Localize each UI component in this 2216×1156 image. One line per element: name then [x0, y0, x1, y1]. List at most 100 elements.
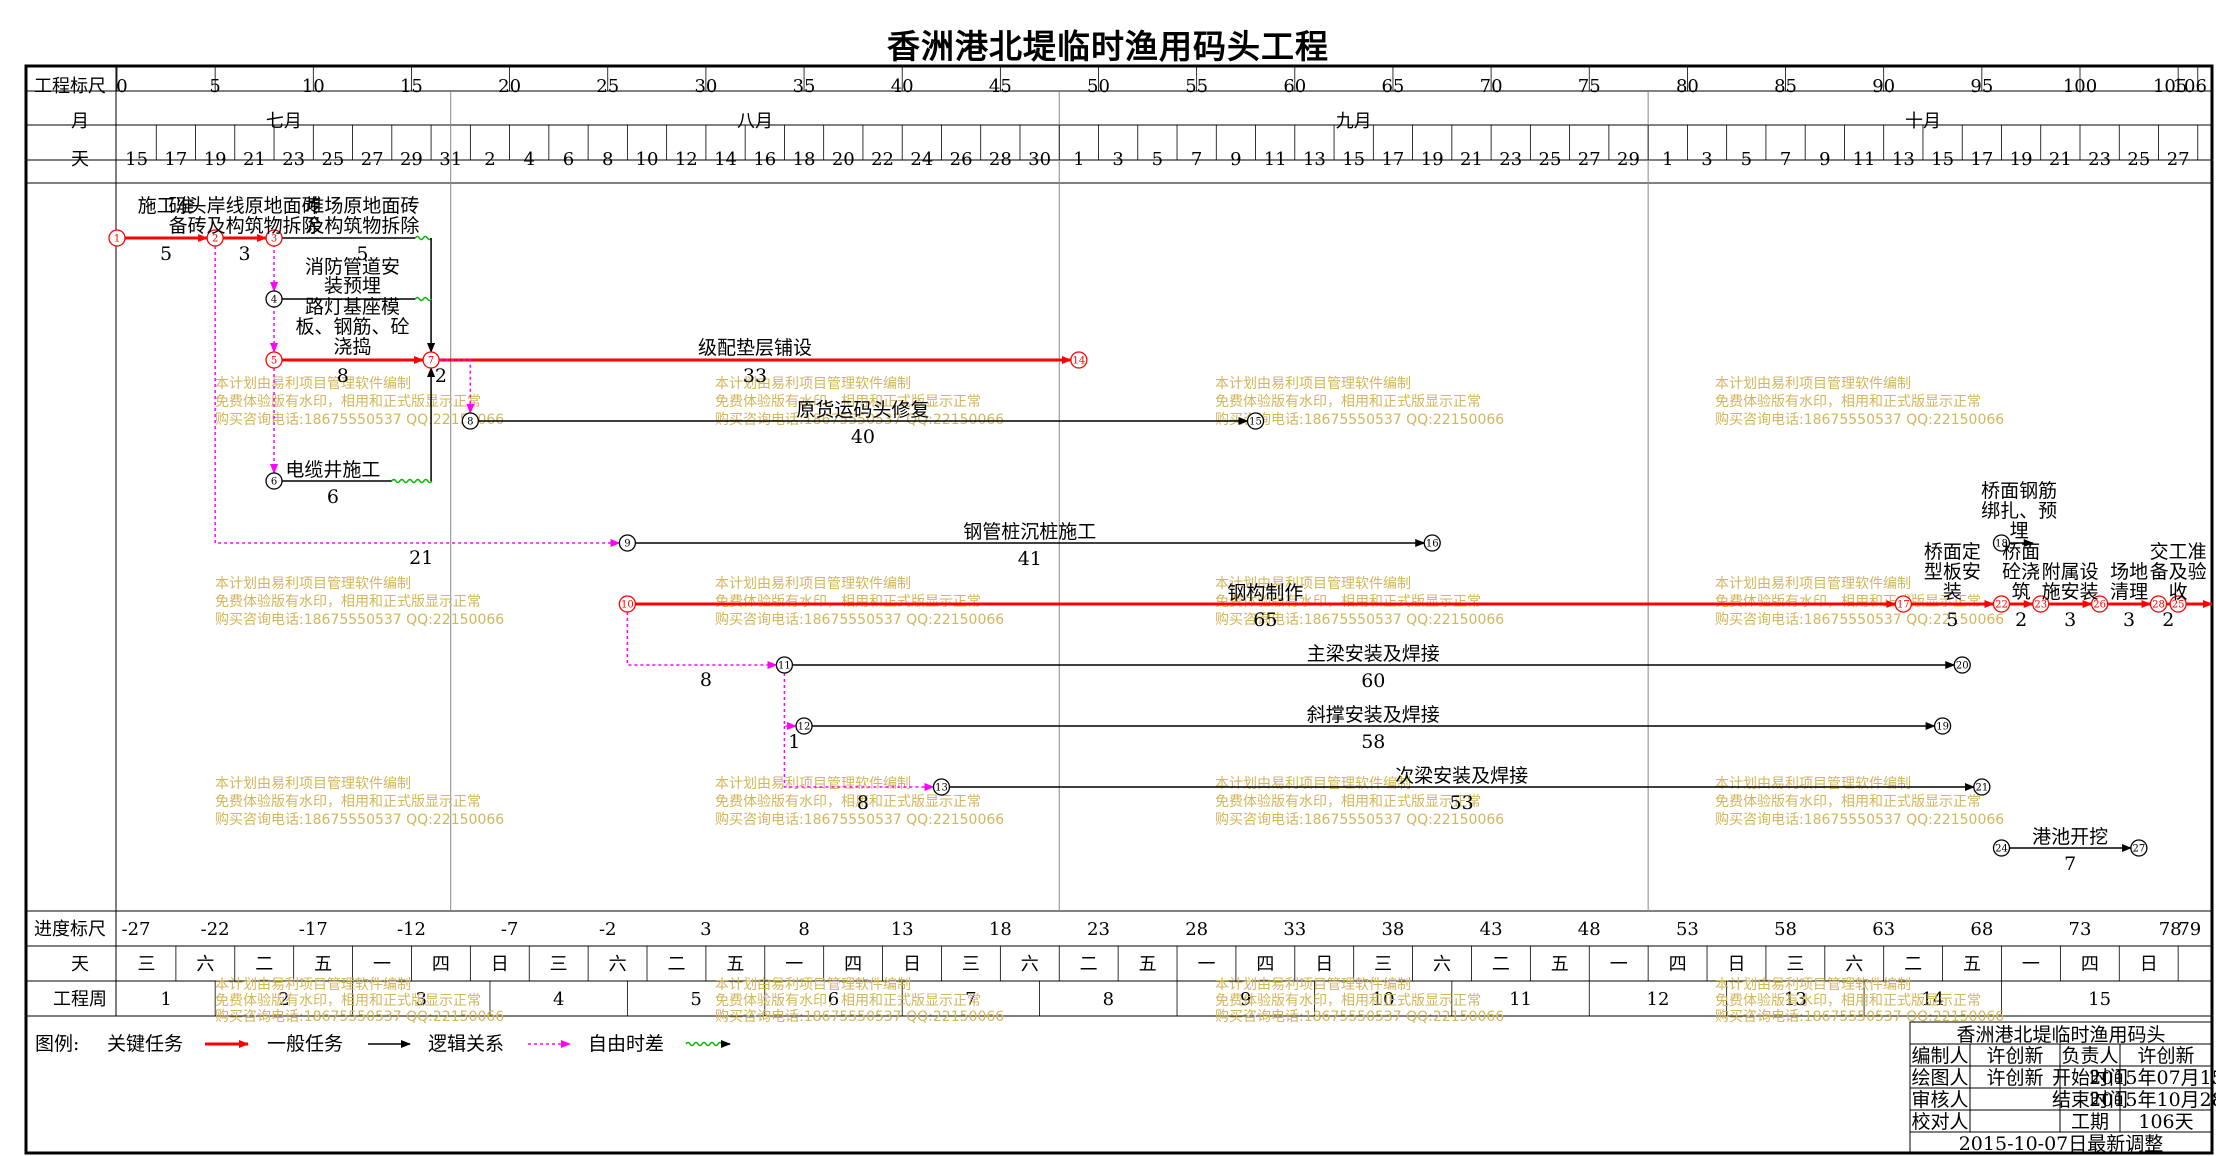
- day-label: 7: [1191, 149, 1202, 170]
- task-duration: 41: [1018, 548, 1042, 570]
- event-node: [265, 351, 283, 369]
- watermark-text: 购买咨询电话:18675550537 QQ:22150066: [715, 412, 1004, 428]
- week-label: 1: [160, 989, 171, 1010]
- day-label: 21: [2049, 149, 2072, 170]
- day-label: 10: [636, 149, 659, 170]
- info-project: 香洲港北堤临时渔用码头: [1956, 1024, 2165, 1046]
- task-name: 电缆井施工: [285, 459, 380, 481]
- free-float-value: 2: [435, 365, 447, 387]
- watermark-text: 本计划由易利项目管理软件编制: [1715, 776, 1911, 792]
- free-float-value: 1: [788, 731, 800, 753]
- event-node-number: 17: [1897, 600, 1910, 611]
- task-name: 次梁安装及焊接: [1395, 765, 1528, 787]
- event-node-number: 10: [621, 600, 634, 611]
- weekday-label: 五: [1963, 954, 1981, 975]
- day-label: 17: [164, 149, 187, 170]
- task-name: 场地: [2110, 561, 2148, 583]
- weekday-label: 日: [1727, 954, 1745, 975]
- event-node-number: 1: [114, 234, 120, 245]
- day-label: 9: [1230, 149, 1241, 170]
- day-label: 28: [989, 149, 1012, 170]
- event-node: [1992, 534, 2011, 552]
- week-label: 3: [416, 989, 427, 1010]
- day-row-label: 天: [71, 149, 89, 170]
- progress-scale-tick: 38: [1381, 919, 1404, 940]
- watermark-text: 免费体验版有水印，相用和正式版显示正常: [1715, 594, 1981, 610]
- day-label: 22: [871, 149, 894, 170]
- event-node-number: 16: [1426, 539, 1439, 550]
- task-duration: 5: [1946, 609, 1958, 631]
- legend-float-label: 自由时差: [588, 1033, 664, 1055]
- day-label: 19: [1421, 149, 1444, 170]
- watermark-text: 本计划由易利项目管理软件编制: [1715, 977, 1911, 993]
- week-label: 7: [965, 989, 976, 1010]
- day-label: 21: [243, 149, 266, 170]
- watermark-text: 购买咨询电话:18675550537 QQ:22150066: [215, 1009, 504, 1025]
- watermark-text: 购买咨询电话:18675550537 QQ:22150066: [715, 1009, 1004, 1025]
- info-key: 结束时间: [2052, 1089, 2128, 1111]
- weekday-label: 四: [432, 954, 450, 975]
- day-label: 13: [1303, 149, 1326, 170]
- weekday-label: 二: [1904, 954, 1922, 975]
- watermark-text: 免费体验版有水印，相用和正式版显示正常: [715, 394, 981, 410]
- day-label: 30: [1028, 149, 1051, 170]
- info-key: 审核人: [1911, 1089, 1968, 1111]
- info-key: 编制人: [1911, 1045, 1968, 1067]
- info-value: 许创新: [2137, 1045, 2194, 1067]
- day-label: 15: [125, 149, 148, 170]
- watermark-text: 免费体验版有水印，相用和正式版显示正常: [215, 993, 481, 1009]
- event-node: [2130, 839, 2148, 857]
- day-label: 25: [2127, 149, 2150, 170]
- watermark-text: 本计划由易利项目管理软件编制: [1215, 576, 1411, 592]
- week-row-label: 工程周: [53, 989, 107, 1010]
- event-node: [795, 717, 813, 735]
- progress-scale-tick: -22: [201, 919, 230, 940]
- day-label: 29: [400, 149, 423, 170]
- task-name: 桥面定: [1924, 541, 1981, 563]
- progress-scale-tick: 73: [2069, 919, 2092, 940]
- day-label: 6: [563, 149, 574, 170]
- month-label: 十月: [1905, 111, 1941, 132]
- watermark-text: 免费体验版有水印，相用和正式版显示正常: [1715, 394, 1981, 410]
- free-float-link: [626, 612, 778, 669]
- day-label: 27: [2167, 149, 2190, 170]
- progress-scale-label: 进度标尺: [34, 919, 106, 940]
- watermark-text: 本计划由易利项目管理软件编制: [215, 977, 411, 993]
- event-node: [461, 412, 479, 430]
- event-node-number: 25: [2172, 600, 2185, 611]
- info-value: 2015年07月15日: [2089, 1067, 2216, 1089]
- day-label: 29: [1617, 149, 1640, 170]
- weekday-label: 日: [491, 954, 509, 975]
- day-label: 23: [2088, 149, 2111, 170]
- weekday-label: 三: [962, 954, 980, 975]
- task-duration: 33: [743, 365, 767, 387]
- day-label: 19: [204, 149, 227, 170]
- day-label: 25: [1539, 149, 1562, 170]
- day-label: 4: [524, 149, 535, 170]
- task-duration: 58: [1361, 731, 1385, 753]
- event-node: [932, 778, 951, 796]
- progress-scale-tick: 8: [798, 919, 809, 940]
- week-label: 15: [2088, 989, 2111, 1010]
- week-label: 2: [278, 989, 289, 1010]
- watermark-text: 购买咨询电话:18675550537 QQ:22150066: [215, 612, 504, 628]
- watermark-text: 免费体验版有水印，相用和正式版显示正常: [215, 394, 481, 410]
- day-label: 3: [1701, 149, 1712, 170]
- task-name: 级配垫层铺设: [698, 337, 812, 359]
- watermark-text: 购买咨询电话:18675550537 QQ:22150066: [1215, 812, 1504, 828]
- weekday-label: 六: [1845, 954, 1863, 975]
- free-float-wave: [414, 296, 432, 302]
- task-duration: 5: [160, 243, 172, 265]
- weekday-label: 六: [1021, 954, 1039, 975]
- progress-scale-tick: 78: [2159, 919, 2182, 940]
- top-scale-tick: 105: [2153, 76, 2187, 97]
- event-node: [2090, 595, 2109, 613]
- progress-scale-tick: -7: [501, 919, 519, 940]
- event-node: [2149, 595, 2168, 613]
- day-label: 21: [1460, 149, 1483, 170]
- weekday-label: 六: [196, 954, 214, 975]
- day-label: 17: [1381, 149, 1404, 170]
- task-name: 钢管桩沉桩施工: [963, 521, 1096, 543]
- task-duration: 2: [2015, 609, 2027, 631]
- free-float-link: [783, 673, 798, 730]
